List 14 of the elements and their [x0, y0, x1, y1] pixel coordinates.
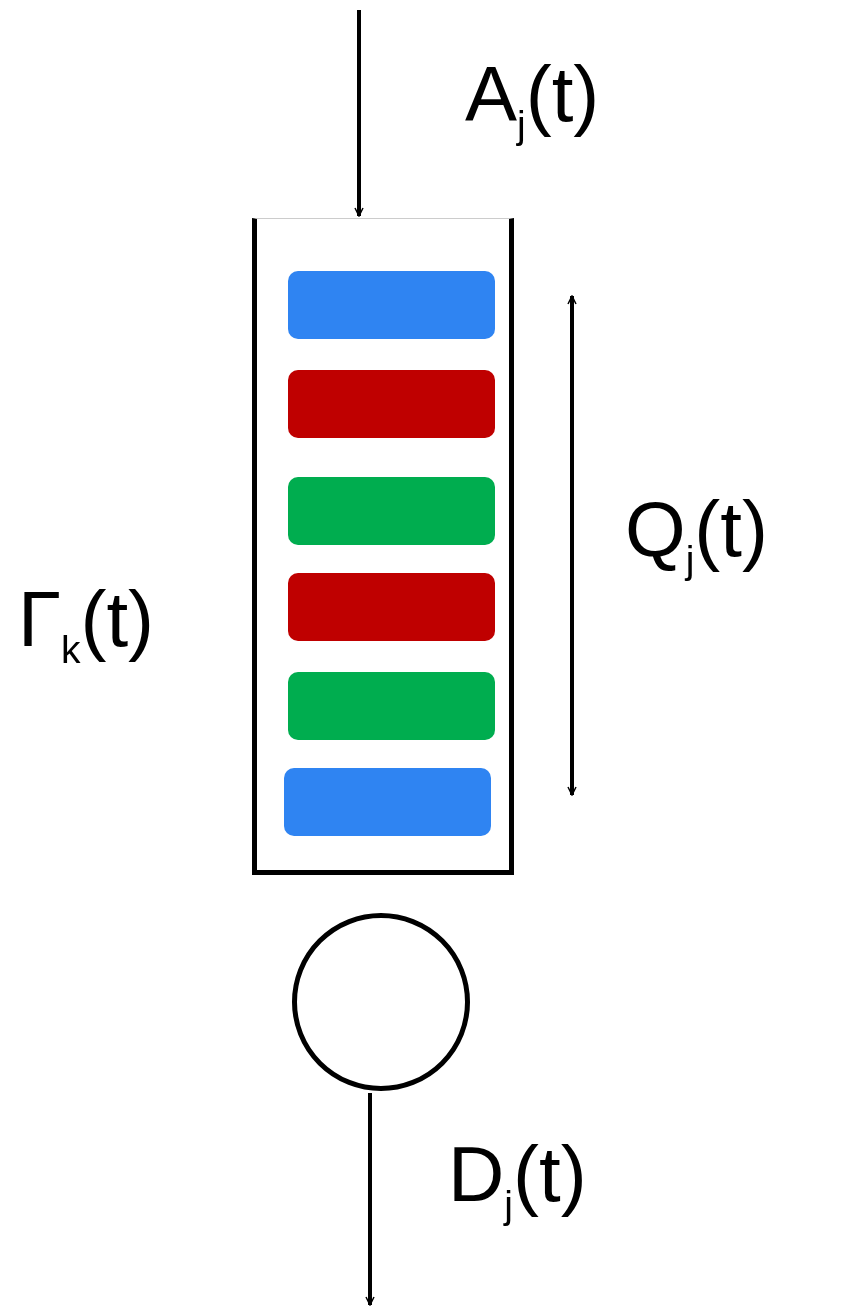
edge-label: D$_{j}$(t) [448, 1135, 587, 1224]
arrow [354, 10, 364, 217]
packet-bar [288, 370, 495, 438]
queue-box [252, 218, 514, 875]
packet-bar [288, 672, 495, 740]
packet-bar [288, 573, 495, 641]
math-label: Γ$_{k}$(t) [18, 580, 155, 669]
packet-bar [288, 477, 495, 545]
packet-bar [284, 768, 491, 836]
edge-label: A$_{j}$(t) [465, 55, 600, 144]
server-circle [292, 913, 470, 1091]
packet-bar [288, 271, 495, 339]
math-label: Q$_{j}$(t) [625, 490, 768, 579]
arrow [365, 1093, 375, 1306]
